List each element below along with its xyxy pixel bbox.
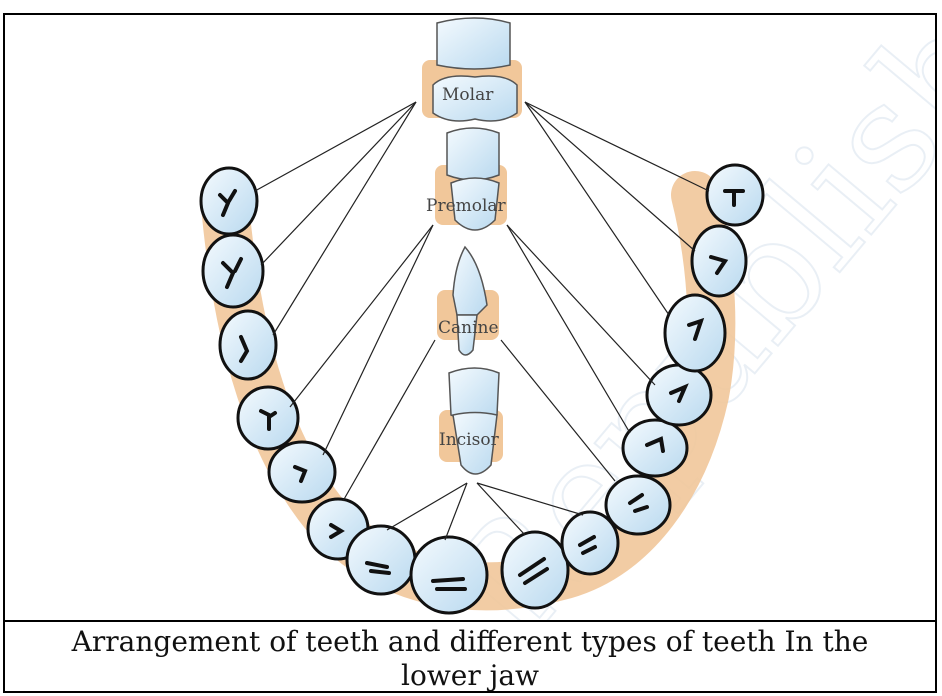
tooth-type-canine bbox=[437, 247, 499, 355]
label-premolar: Premolar bbox=[426, 196, 507, 216]
label-molar: Molar bbox=[442, 85, 494, 105]
tooth-right-canine bbox=[606, 476, 670, 534]
tooth-type-incisor bbox=[439, 368, 503, 474]
caption-line-2: lower jaw bbox=[5, 659, 935, 693]
figure-caption: Arrangement of teeth and different types… bbox=[5, 625, 935, 693]
tooth-right-premolar-2 bbox=[647, 365, 711, 425]
label-incisor: Incisor bbox=[439, 430, 500, 450]
tooth-right-premolar-1 bbox=[623, 420, 687, 476]
tooth-right-incisor-2 bbox=[562, 512, 618, 574]
tooth-type-molar bbox=[422, 18, 522, 121]
tooth-left-molar-1 bbox=[220, 311, 276, 379]
teeth-diagram: Republish bbox=[5, 15, 935, 620]
caption-divider bbox=[3, 620, 937, 622]
label-canine: Canine bbox=[438, 318, 499, 338]
tooth-left-incisor-2 bbox=[347, 526, 415, 594]
caption-line-1: Arrangement of teeth and different types… bbox=[5, 625, 935, 659]
tooth-left-incisor-1 bbox=[411, 537, 487, 613]
tooth-right-incisor-1 bbox=[502, 532, 568, 608]
